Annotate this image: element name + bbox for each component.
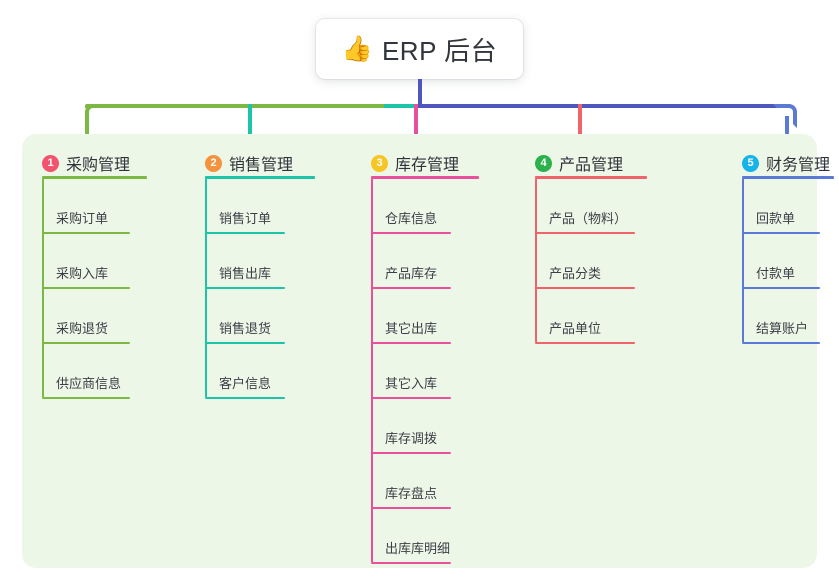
branch-drop-3 bbox=[414, 104, 418, 152]
leaf-rule bbox=[42, 397, 130, 399]
column-badge-1: 1 bbox=[42, 154, 59, 172]
root-node-title: ERP 后台 bbox=[381, 35, 498, 66]
column-rule-5 bbox=[742, 176, 834, 179]
column-rule-3 bbox=[371, 176, 479, 179]
leaf-rule bbox=[535, 287, 635, 289]
leaf-rule bbox=[371, 562, 451, 564]
column-trunk-4 bbox=[535, 179, 537, 342]
column-header-5[interactable]: 5 财务管理 bbox=[742, 150, 830, 176]
leaf-item[interactable]: 采购订单 bbox=[56, 211, 109, 226]
root-node[interactable]: 👍 ERP 后台 bbox=[316, 19, 523, 79]
leaf-rule bbox=[742, 232, 820, 234]
leaf-item[interactable]: 其它出库 bbox=[385, 321, 438, 336]
leaf-rule bbox=[535, 342, 635, 344]
column-header-4[interactable]: 4 产品管理 bbox=[535, 150, 623, 176]
leaf-rule bbox=[371, 342, 451, 344]
leaf-rule bbox=[42, 232, 130, 234]
leaf-rule bbox=[535, 232, 635, 234]
leaf-item[interactable]: 产品分类 bbox=[549, 266, 602, 281]
column-title-4: 产品管理 bbox=[559, 157, 624, 174]
column-badge-5: 5 bbox=[742, 154, 759, 172]
column-header-2[interactable]: 2 销售管理 bbox=[205, 150, 293, 176]
column-badge-3: 3 bbox=[371, 154, 388, 172]
leaf-rule bbox=[742, 342, 820, 344]
column-header-3[interactable]: 3 库存管理 bbox=[371, 150, 459, 176]
leaf-rule bbox=[205, 342, 285, 344]
column-header-1[interactable]: 1 采购管理 bbox=[42, 150, 130, 176]
leaf-rule bbox=[742, 287, 820, 289]
column-rule-2 bbox=[205, 176, 315, 179]
leaf-rule bbox=[371, 452, 451, 454]
leaf-item[interactable]: 回款单 bbox=[756, 211, 796, 226]
leaf-item[interactable]: 结算账户 bbox=[756, 321, 809, 336]
column-title-2: 销售管理 bbox=[229, 157, 294, 174]
leaf-item[interactable]: 产品单位 bbox=[549, 321, 602, 336]
column-rule-4 bbox=[535, 176, 647, 179]
leaf-item[interactable]: 其它入库 bbox=[385, 376, 438, 391]
leaf-rule bbox=[371, 397, 451, 399]
thumbs-up-icon: 👍 bbox=[341, 34, 373, 63]
branch-elbow-right bbox=[773, 104, 797, 128]
leaf-item[interactable]: 付款单 bbox=[756, 266, 796, 281]
leaf-rule bbox=[205, 397, 285, 399]
leaf-rule bbox=[371, 507, 451, 509]
branch-bar-indigo bbox=[418, 104, 789, 108]
column-trunk-5 bbox=[742, 179, 744, 342]
column-title-1: 采购管理 bbox=[66, 157, 131, 174]
diagram-panel bbox=[22, 134, 817, 568]
leaf-rule bbox=[42, 342, 130, 344]
column-trunk-3 bbox=[371, 179, 373, 562]
column-title-5: 财务管理 bbox=[766, 157, 831, 174]
leaf-item[interactable]: 库存盘点 bbox=[385, 486, 438, 501]
column-badge-2: 2 bbox=[205, 154, 222, 172]
leaf-item[interactable]: 产品（物料） bbox=[549, 211, 628, 226]
leaf-item[interactable]: 仓库信息 bbox=[385, 211, 438, 226]
column-badge-4: 4 bbox=[535, 154, 552, 172]
leaf-rule bbox=[205, 232, 285, 234]
leaf-rule bbox=[205, 287, 285, 289]
leaf-item[interactable]: 库存调拨 bbox=[385, 431, 438, 446]
branch-drop-4 bbox=[578, 104, 582, 152]
branch-drop-2 bbox=[248, 104, 252, 152]
leaf-item[interactable]: 出库库明细 bbox=[385, 541, 451, 556]
column-title-3: 库存管理 bbox=[395, 157, 460, 174]
root-stem-connector bbox=[418, 79, 422, 106]
leaf-rule bbox=[42, 287, 130, 289]
leaf-item[interactable]: 采购退货 bbox=[56, 321, 109, 336]
leaf-rule bbox=[371, 232, 451, 234]
leaf-item[interactable]: 供应商信息 bbox=[56, 376, 122, 391]
leaf-rule bbox=[371, 287, 451, 289]
leaf-item[interactable]: 销售出库 bbox=[219, 266, 272, 281]
leaf-item[interactable]: 客户信息 bbox=[219, 376, 272, 391]
leaf-item[interactable]: 采购入库 bbox=[56, 266, 109, 281]
leaf-item[interactable]: 产品库存 bbox=[385, 266, 438, 281]
branch-bar-teal bbox=[384, 104, 418, 108]
leaf-item[interactable]: 销售订单 bbox=[219, 211, 272, 226]
root-node-content: 👍 ERP 后台 bbox=[342, 31, 497, 68]
branch-bar-green bbox=[85, 104, 384, 108]
leaf-item[interactable]: 销售退货 bbox=[219, 321, 272, 336]
column-rule-1 bbox=[42, 176, 147, 179]
